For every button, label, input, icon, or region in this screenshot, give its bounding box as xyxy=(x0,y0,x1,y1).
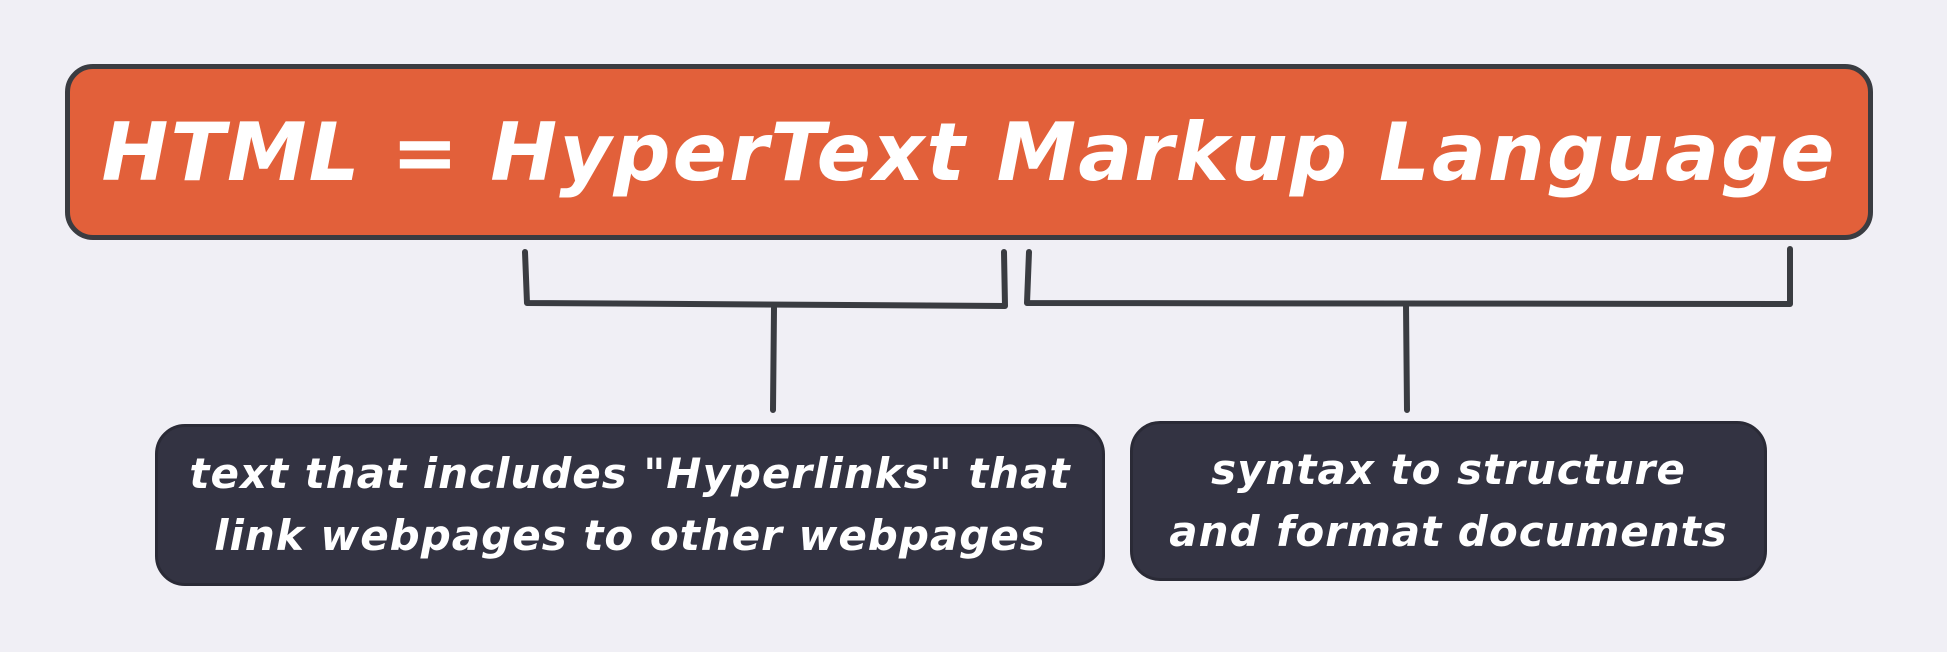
hypertext-description-line-2: link webpages to other webpages xyxy=(214,511,1046,560)
connector-right xyxy=(1403,301,1410,413)
connector-left xyxy=(770,305,777,413)
hypertext-description: text that includes "Hyperlinks" that lin… xyxy=(189,443,1070,567)
title-text: HTML = HyperText Markup Language xyxy=(101,105,1837,199)
bracket-right xyxy=(1024,246,1793,307)
markup-language-description-box: syntax to structure and format documents xyxy=(1130,421,1767,581)
hypertext-description-box: text that includes "Hyperlinks" that lin… xyxy=(155,424,1105,586)
markup-language-description-line-1: syntax to structure xyxy=(1211,445,1686,494)
bracket-left xyxy=(522,249,1008,309)
hypertext-description-line-1: text that includes "Hyperlinks" that xyxy=(189,449,1071,498)
markup-language-description-line-2: and format documents xyxy=(1169,507,1728,556)
title-box: HTML = HyperText Markup Language xyxy=(65,64,1873,240)
markup-language-description: syntax to structure and format documents xyxy=(1169,439,1728,563)
